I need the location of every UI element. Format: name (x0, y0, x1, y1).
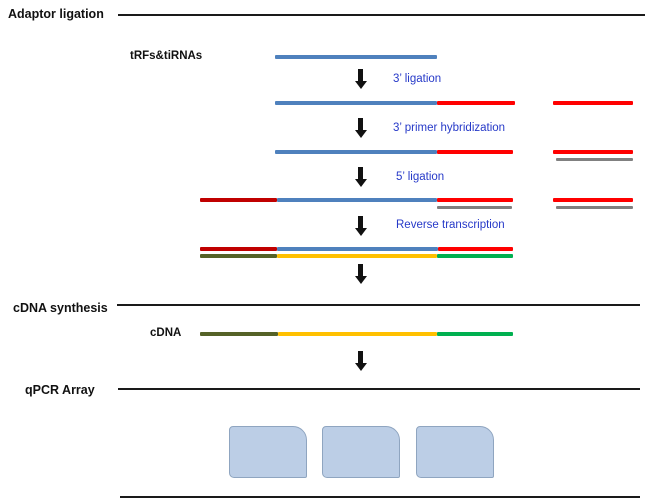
cdna-yellow-segment (277, 254, 437, 258)
adaptor-3prime-segment (437, 150, 513, 154)
arrow-head (354, 179, 367, 187)
cdna-green-segment (437, 254, 513, 258)
pcr-plate (416, 426, 494, 478)
rna-strand-segment (275, 150, 437, 154)
down-arrow-icon (354, 264, 367, 284)
pcr-plate (322, 426, 400, 478)
cdna-green-segment (437, 332, 513, 336)
arrow-head (354, 130, 367, 138)
down-arrow-icon (354, 167, 367, 187)
free-adaptor-red (553, 198, 633, 202)
section-label-qpcr-array: qPCR Array (25, 383, 95, 397)
adaptor-5prime-segment (200, 198, 277, 202)
free-primer-gray (556, 158, 633, 161)
free-adaptor-red (553, 150, 633, 154)
arrow-shaft (358, 351, 363, 363)
adaptor-3prime-segment (437, 198, 513, 202)
pcr-plate (229, 426, 307, 478)
arrow-head (354, 363, 367, 371)
arrow-shaft (358, 118, 363, 130)
rna-strand-segment (277, 198, 437, 202)
step-label-reverse-transcription: Reverse transcription (396, 219, 505, 231)
bottom-divider (120, 496, 640, 498)
arrow-head (354, 81, 367, 89)
arrow-head (354, 228, 367, 236)
section-divider-cdna (117, 304, 640, 306)
cdna-olive-segment (200, 332, 278, 336)
step-label-3-ligation: 3’ ligation (393, 73, 442, 85)
input-rna-label: tRFs&tiRNAs (130, 50, 203, 62)
section-divider-top (118, 14, 645, 16)
step-label-5-ligation: 5’ ligation (396, 171, 445, 183)
arrow-shaft (358, 69, 363, 81)
down-arrow-icon (354, 118, 367, 138)
rna-strand-segment (275, 55, 437, 59)
down-arrow-icon (354, 216, 367, 236)
step-label-3-primer-hybridization: 3’ primer hybridization (393, 122, 506, 134)
arrow-shaft (358, 216, 363, 228)
rna-strand-segment (275, 101, 437, 105)
adaptor-3prime-segment (437, 101, 515, 105)
cdna-label: cDNA (150, 327, 182, 339)
down-arrow-icon (354, 351, 367, 371)
cdna-yellow-segment (278, 332, 437, 336)
down-arrow-icon (354, 69, 367, 89)
hybridized-primer-gray (437, 206, 512, 209)
rna-strand-segment (277, 247, 438, 251)
adaptor-3prime-segment (438, 247, 513, 251)
arrow-shaft (358, 264, 363, 276)
arrow-head (354, 276, 367, 284)
section-divider-qpcr (118, 388, 640, 390)
free-adaptor-red (553, 101, 633, 105)
section-label-cdna-synthesis: cDNA synthesis (13, 301, 108, 315)
free-primer-gray (556, 206, 633, 209)
adaptor-5prime-segment (200, 247, 277, 251)
cdna-olive-segment (200, 254, 277, 258)
arrow-shaft (358, 167, 363, 179)
section-label-adaptor-ligation: Adaptor ligation (8, 7, 104, 21)
